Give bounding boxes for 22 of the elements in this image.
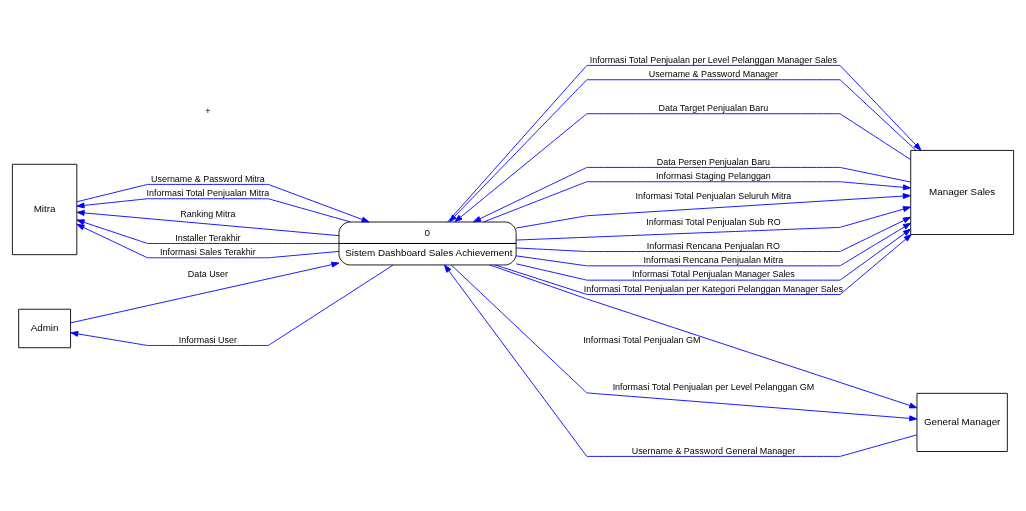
edge-label: Informasi Total Penjualan Mitra — [146, 187, 270, 198]
edge-label: Informasi Total Penjualan Seluruh Mitra — [635, 190, 792, 201]
edge-label: Data Target Penjualan Baru — [658, 102, 769, 113]
edge-label: Username & Password General Manager — [631, 445, 796, 456]
edge-label: Informasi Total Penjualan GM — [583, 334, 701, 345]
edge-label: Informasi Total Penjualan Sub RO — [646, 216, 781, 227]
edge-label: Informasi Total Penjualan Manager Sales — [632, 268, 795, 279]
edge-label: Informasi Staging Pelanggan — [656, 170, 771, 181]
edge-label: Ranking Mitra — [180, 208, 236, 219]
edge-label: Data User — [187, 268, 229, 279]
edge-label: Installer Terakhir — [175, 232, 241, 243]
edge-label: Data Persen Penjualan Baru — [656, 156, 771, 167]
edge-label: Informasi Total Penjualan per Kategori Pelanggan Manager Sales — [583, 283, 844, 294]
edge-label: Username & Password Manager — [648, 68, 778, 79]
edge-label: Informasi Total Penjualan per Level Pelanggan GM — [612, 381, 815, 392]
edge-label: Informasi Sales Terakhir — [160, 246, 256, 257]
edge-label: Informasi Rencana Penjualan Mitra — [643, 254, 784, 265]
edge-label: Informasi User — [178, 334, 237, 345]
edge-label: Informasi Total Penjualan per Level Pelanggan Manager Sales — [589, 54, 838, 65]
edge-label: Username & Password Mitra — [151, 173, 265, 184]
edge-label: Informasi Rencana Penjualan RO — [646, 240, 780, 251]
label: + — [205, 104, 211, 116]
